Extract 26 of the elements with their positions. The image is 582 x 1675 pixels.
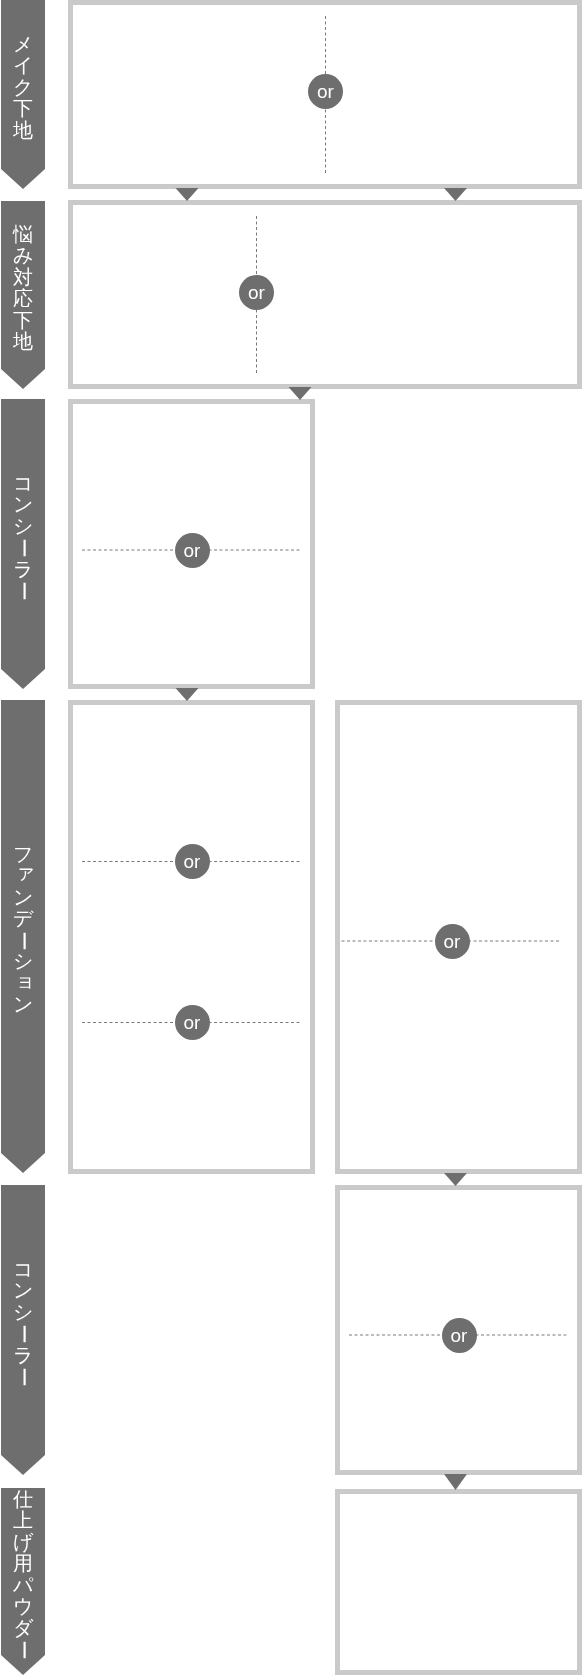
step-arrow-banner: メイク下地 xyxy=(1,0,45,189)
or-circle: or xyxy=(441,1317,477,1353)
empty-frame xyxy=(335,1489,582,1675)
or-circle: or xyxy=(239,275,274,310)
or-circle: or xyxy=(174,1005,210,1040)
arrow xyxy=(444,1173,467,1186)
or-circle: or xyxy=(434,923,470,959)
empty-frame xyxy=(335,700,582,1174)
arrow xyxy=(444,1474,467,1490)
empty-frame xyxy=(335,1185,582,1475)
empty-frame xyxy=(68,399,315,689)
or-circle: or xyxy=(308,73,343,109)
step-arrow-banner: 悩み対応下地 xyxy=(1,201,45,389)
arrow xyxy=(175,188,199,201)
arrow xyxy=(175,688,199,701)
empty-frame xyxy=(68,0,582,189)
step-arrow-banner: ファンデーション xyxy=(1,700,45,1173)
empty-frame xyxy=(68,200,582,389)
arrow xyxy=(288,387,312,400)
step-arrow-banner: コンシーラー xyxy=(1,1185,45,1475)
or-circle: or xyxy=(174,844,210,879)
arrow xyxy=(444,188,467,201)
step-arrow-banner: 仕上げ用パウダー xyxy=(1,1488,45,1675)
step-arrow-banner: コンシーラー xyxy=(1,399,45,689)
empty-frame xyxy=(68,700,315,1174)
or-circle: or xyxy=(174,532,210,568)
